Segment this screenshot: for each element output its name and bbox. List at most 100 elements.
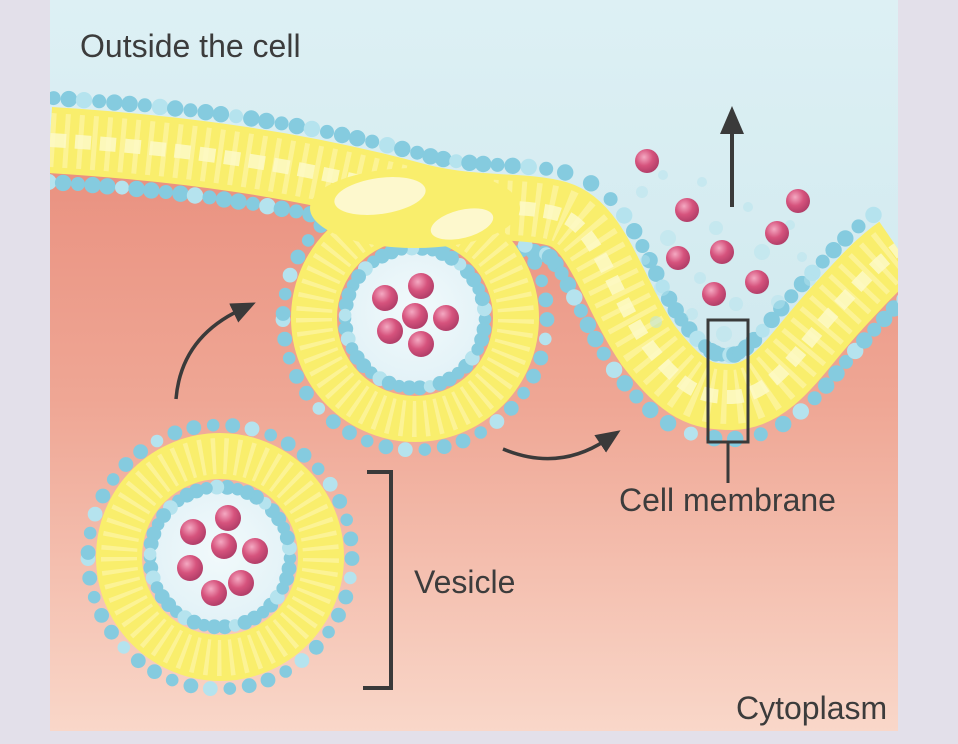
- lipid-bead: [322, 476, 338, 492]
- secreted-molecule: [377, 318, 403, 344]
- lipid-bead: [539, 332, 552, 346]
- lipid-bead: [478, 312, 492, 326]
- lipid-bead: [282, 267, 298, 283]
- lipid-bead: [282, 351, 296, 365]
- lipid-bead: [229, 109, 244, 124]
- lipid-bead: [172, 185, 189, 202]
- lipid-bead: [147, 664, 162, 679]
- lipid-bead: [436, 439, 452, 455]
- lipid-bead: [104, 624, 119, 640]
- lipid-bead: [503, 400, 519, 416]
- lipid-bead: [559, 276, 577, 293]
- fusion-zone-highlight: [334, 177, 426, 215]
- lipid-bead: [280, 436, 296, 452]
- cell-membrane-label: Cell membrane: [619, 482, 836, 518]
- lipid-bead: [461, 154, 478, 171]
- fluid-speckle: [650, 316, 662, 328]
- secreted-molecule: [786, 189, 810, 213]
- lipid-bead: [206, 418, 220, 432]
- lipid-bead: [603, 192, 618, 207]
- secreted-molecule: [228, 570, 254, 596]
- lipid-bead: [54, 174, 72, 192]
- secreted-molecule: [745, 270, 769, 294]
- lipid-bead: [143, 182, 160, 199]
- lipid-bead: [784, 289, 799, 304]
- membrane-lipid-beads: [50, 90, 898, 457]
- lipid-bead: [243, 110, 260, 127]
- lipid-bead: [435, 150, 452, 168]
- lipid-bead: [338, 308, 352, 322]
- lipid-bead: [118, 457, 134, 472]
- lipid-bead: [275, 306, 291, 321]
- vesicle-label: Vesicle: [414, 564, 515, 600]
- lipid-bead: [82, 570, 98, 586]
- fluid-speckle: [754, 244, 770, 260]
- fluid-speckle: [640, 255, 650, 265]
- lipid-bead: [394, 140, 411, 158]
- secreted-molecule: [675, 198, 699, 222]
- lipid-bead: [230, 193, 247, 210]
- lipid-bead: [365, 134, 380, 149]
- lipid-bead: [217, 619, 233, 635]
- lipid-bead: [75, 92, 93, 109]
- lipid-bead: [186, 187, 204, 204]
- secreted-molecule: [242, 538, 268, 564]
- fluid-speckle: [697, 177, 707, 187]
- fluid-speckle: [660, 230, 676, 246]
- secreted-molecule: [180, 519, 206, 545]
- lipid-bead: [274, 116, 289, 131]
- lipid-bead: [635, 239, 650, 253]
- lipid-bead: [865, 206, 882, 224]
- fluid-speckle: [709, 221, 723, 235]
- secreted-molecule: [402, 303, 428, 329]
- lipid-bead: [828, 365, 845, 382]
- lipid-bead: [648, 265, 665, 282]
- lipid-bead: [616, 375, 633, 392]
- lipid-bead: [303, 120, 321, 138]
- fluid-speckle: [654, 280, 670, 296]
- lipid-bead: [50, 173, 57, 191]
- secreted-molecule: [765, 221, 789, 245]
- lipid-bead: [50, 91, 61, 106]
- lipid-bead: [202, 681, 218, 696]
- cytoplasm-label: Cytoplasm: [736, 690, 887, 726]
- lipid-bead: [219, 480, 235, 495]
- lipid-bead: [99, 178, 116, 195]
- secreted-molecule: [433, 305, 459, 331]
- lipid-bead: [260, 672, 276, 688]
- lipid-bead: [167, 100, 184, 117]
- lipid-bead: [837, 230, 854, 247]
- lipid-bead: [683, 426, 698, 441]
- lipid-bead: [241, 678, 257, 694]
- lipid-bead: [745, 331, 763, 349]
- outside-the-cell-label: Outside the cell: [80, 28, 301, 64]
- lipid-bead: [856, 332, 873, 349]
- lipid-bead: [379, 137, 396, 154]
- lipid-bead: [763, 311, 780, 329]
- lipid-bead: [121, 95, 138, 113]
- lipid-bead: [106, 473, 120, 486]
- lipid-bead: [281, 561, 297, 576]
- secreted-molecule: [201, 580, 227, 606]
- lipid-bead: [475, 155, 492, 173]
- lipid-bead: [566, 289, 583, 306]
- fluid-speckle: [658, 170, 668, 180]
- lipid-bead: [209, 479, 225, 495]
- lipid-bead: [277, 331, 293, 347]
- lipid-bead: [360, 434, 374, 448]
- extracellular-fluid-speckles: [636, 170, 816, 342]
- lipid-bead: [117, 641, 131, 654]
- lipid-bead: [289, 369, 304, 384]
- lipid-bead: [206, 619, 222, 635]
- lipid-bead: [128, 180, 145, 198]
- lipid-bead: [587, 330, 604, 348]
- lipid-bead: [659, 415, 677, 432]
- fluid-speckle: [729, 297, 743, 311]
- lipid-bead: [258, 112, 275, 130]
- lipid-bead: [299, 385, 314, 401]
- lipid-bead: [150, 434, 164, 448]
- lipid-bead: [143, 536, 159, 552]
- lipid-bead: [325, 414, 341, 430]
- lipid-bead: [539, 312, 555, 327]
